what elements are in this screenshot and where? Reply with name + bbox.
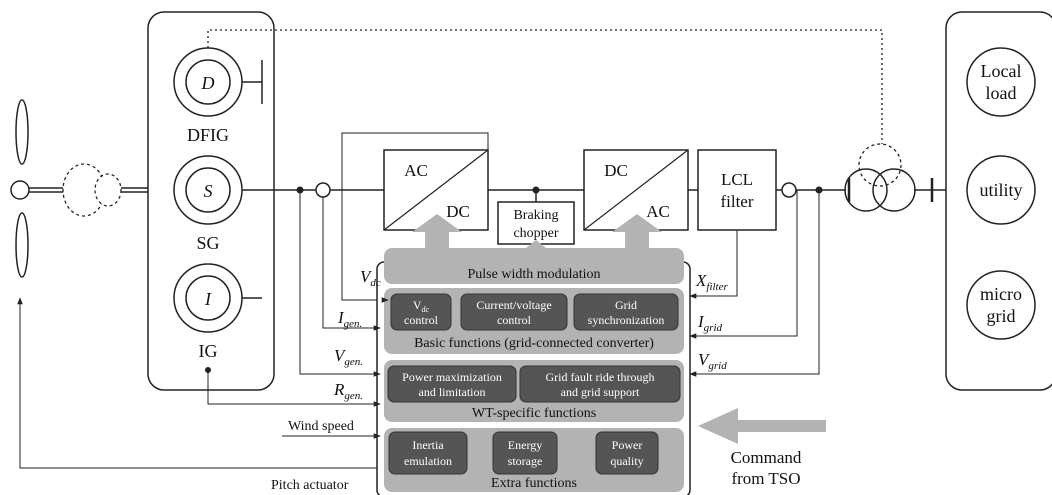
command-line1: Command: [731, 448, 802, 467]
fault-ride-through-block: Grid fault ride through and grid support: [519, 365, 681, 403]
current-control-line1: Current/voltage: [476, 298, 551, 312]
vgrid-signal-label: Vgrid: [698, 350, 727, 372]
power-max-block: Power maximization and limitation: [387, 365, 517, 403]
vdc-control-sub: dc: [422, 305, 430, 314]
svg-text:Vdc: Vdc: [413, 298, 430, 314]
sg-generator: S SG: [173, 155, 274, 253]
extra-functions-title: Extra functions: [491, 476, 577, 491]
wt-functions-title: WT-specific functions: [472, 406, 596, 421]
local-load-line2: load: [986, 83, 1017, 103]
sg-label: SG: [196, 233, 219, 253]
ig-label: IG: [199, 341, 218, 361]
chopper-line1: Braking: [513, 208, 558, 223]
basic-functions-title: Basic functions (grid-connected converte…: [414, 336, 654, 351]
vdc-signal-label: Vdc: [360, 267, 381, 289]
vdc-control-block: Vdc control: [390, 293, 452, 331]
command-line2: from TSO: [731, 469, 800, 488]
inertia-line2: emulation: [404, 454, 452, 468]
ac-dc-top-label: AC: [404, 161, 428, 180]
vgrid-wire: [689, 190, 820, 377]
ig-symbol: I: [204, 289, 212, 309]
microgrid-line1: micro: [980, 284, 1022, 304]
turbine-rotor-icon: [10, 99, 64, 278]
xfilter-wire: [689, 230, 738, 299]
dfig-rotor-link: [207, 29, 883, 144]
dfig-label: DFIG: [187, 125, 229, 145]
inertia-block: Inertia emulation: [388, 431, 468, 475]
utility-label: utility: [979, 180, 1022, 200]
power-quality-line1: Power: [612, 438, 643, 452]
grid-sync-line1: Grid: [615, 298, 637, 312]
fault-line2: and grid support: [561, 385, 640, 399]
grid-sync-block: Grid synchronization: [573, 293, 679, 331]
rgen-signal-label: Rgen.: [333, 380, 363, 402]
microgrid-line2: grid: [987, 306, 1016, 326]
igrid-wire: [689, 190, 798, 339]
wind-speed-label: Wind speed: [288, 419, 354, 434]
power-max-line1: Power maximization: [402, 370, 502, 384]
current-voltage-control-block: Current/voltage control: [460, 293, 568, 331]
igrid-signal-label: Igrid: [697, 312, 723, 334]
igen-signal-label: Igen.: [337, 308, 362, 330]
energy-line1: Energy: [508, 438, 542, 452]
sg-symbol: S: [204, 181, 213, 201]
pwm-label: Pulse width modulation: [468, 267, 601, 282]
current-sensor-grid-icon: [781, 182, 797, 198]
local-load: Local load: [966, 47, 1036, 117]
vdc-control-line2: control: [404, 313, 439, 327]
junction-dot: [205, 367, 211, 373]
pitch-actuator-label: Pitch actuator: [271, 478, 349, 493]
lcl-line1: LCL: [721, 170, 753, 189]
ac-dc-bottom-label: DC: [446, 202, 470, 221]
power-quality-line2: quality: [610, 454, 643, 468]
fault-line1: Grid fault ride through: [546, 370, 655, 384]
vgen-wire: [299, 193, 381, 377]
inertia-line1: Inertia: [412, 438, 444, 452]
power-quality-block: Power quality: [595, 431, 659, 475]
junction-dot: [296, 186, 304, 194]
command-arrow: [698, 408, 826, 444]
dc-ac-bottom-label: AC: [646, 202, 670, 221]
chopper-line2: chopper: [513, 226, 558, 241]
gearbox-icon: [62, 163, 148, 217]
energy-storage-block: Energy storage: [492, 431, 558, 475]
lcl-filter: LCL filter: [697, 149, 777, 231]
vdc-control-main: V: [413, 298, 422, 312]
energy-line2: storage: [508, 454, 543, 468]
xfilter-signal-label: Xfilter: [695, 271, 728, 293]
current-sensor-gen-icon: [315, 182, 331, 198]
dc-ac-top-label: DC: [604, 161, 628, 180]
current-control-line2: control: [497, 313, 532, 327]
vgen-signal-label: Vgen.: [334, 346, 363, 368]
transformer-icon: [844, 143, 916, 212]
dfig-symbol: D: [201, 73, 215, 93]
igen-wire: [322, 197, 381, 331]
pwm-bar: [384, 248, 684, 284]
lcl-line2: filter: [720, 192, 753, 211]
utility-load: utility: [966, 155, 1036, 225]
rgen-wire: [207, 370, 381, 407]
braking-chopper: Braking chopper: [497, 201, 575, 245]
grid-sync-line2: synchronization: [588, 313, 665, 327]
microgrid-load: micro grid: [966, 270, 1036, 340]
local-load-line1: Local: [981, 61, 1022, 81]
pitch-wire: [17, 297, 377, 469]
power-max-line2: and limitation: [419, 385, 486, 399]
ig-generator: I IG: [173, 263, 262, 361]
